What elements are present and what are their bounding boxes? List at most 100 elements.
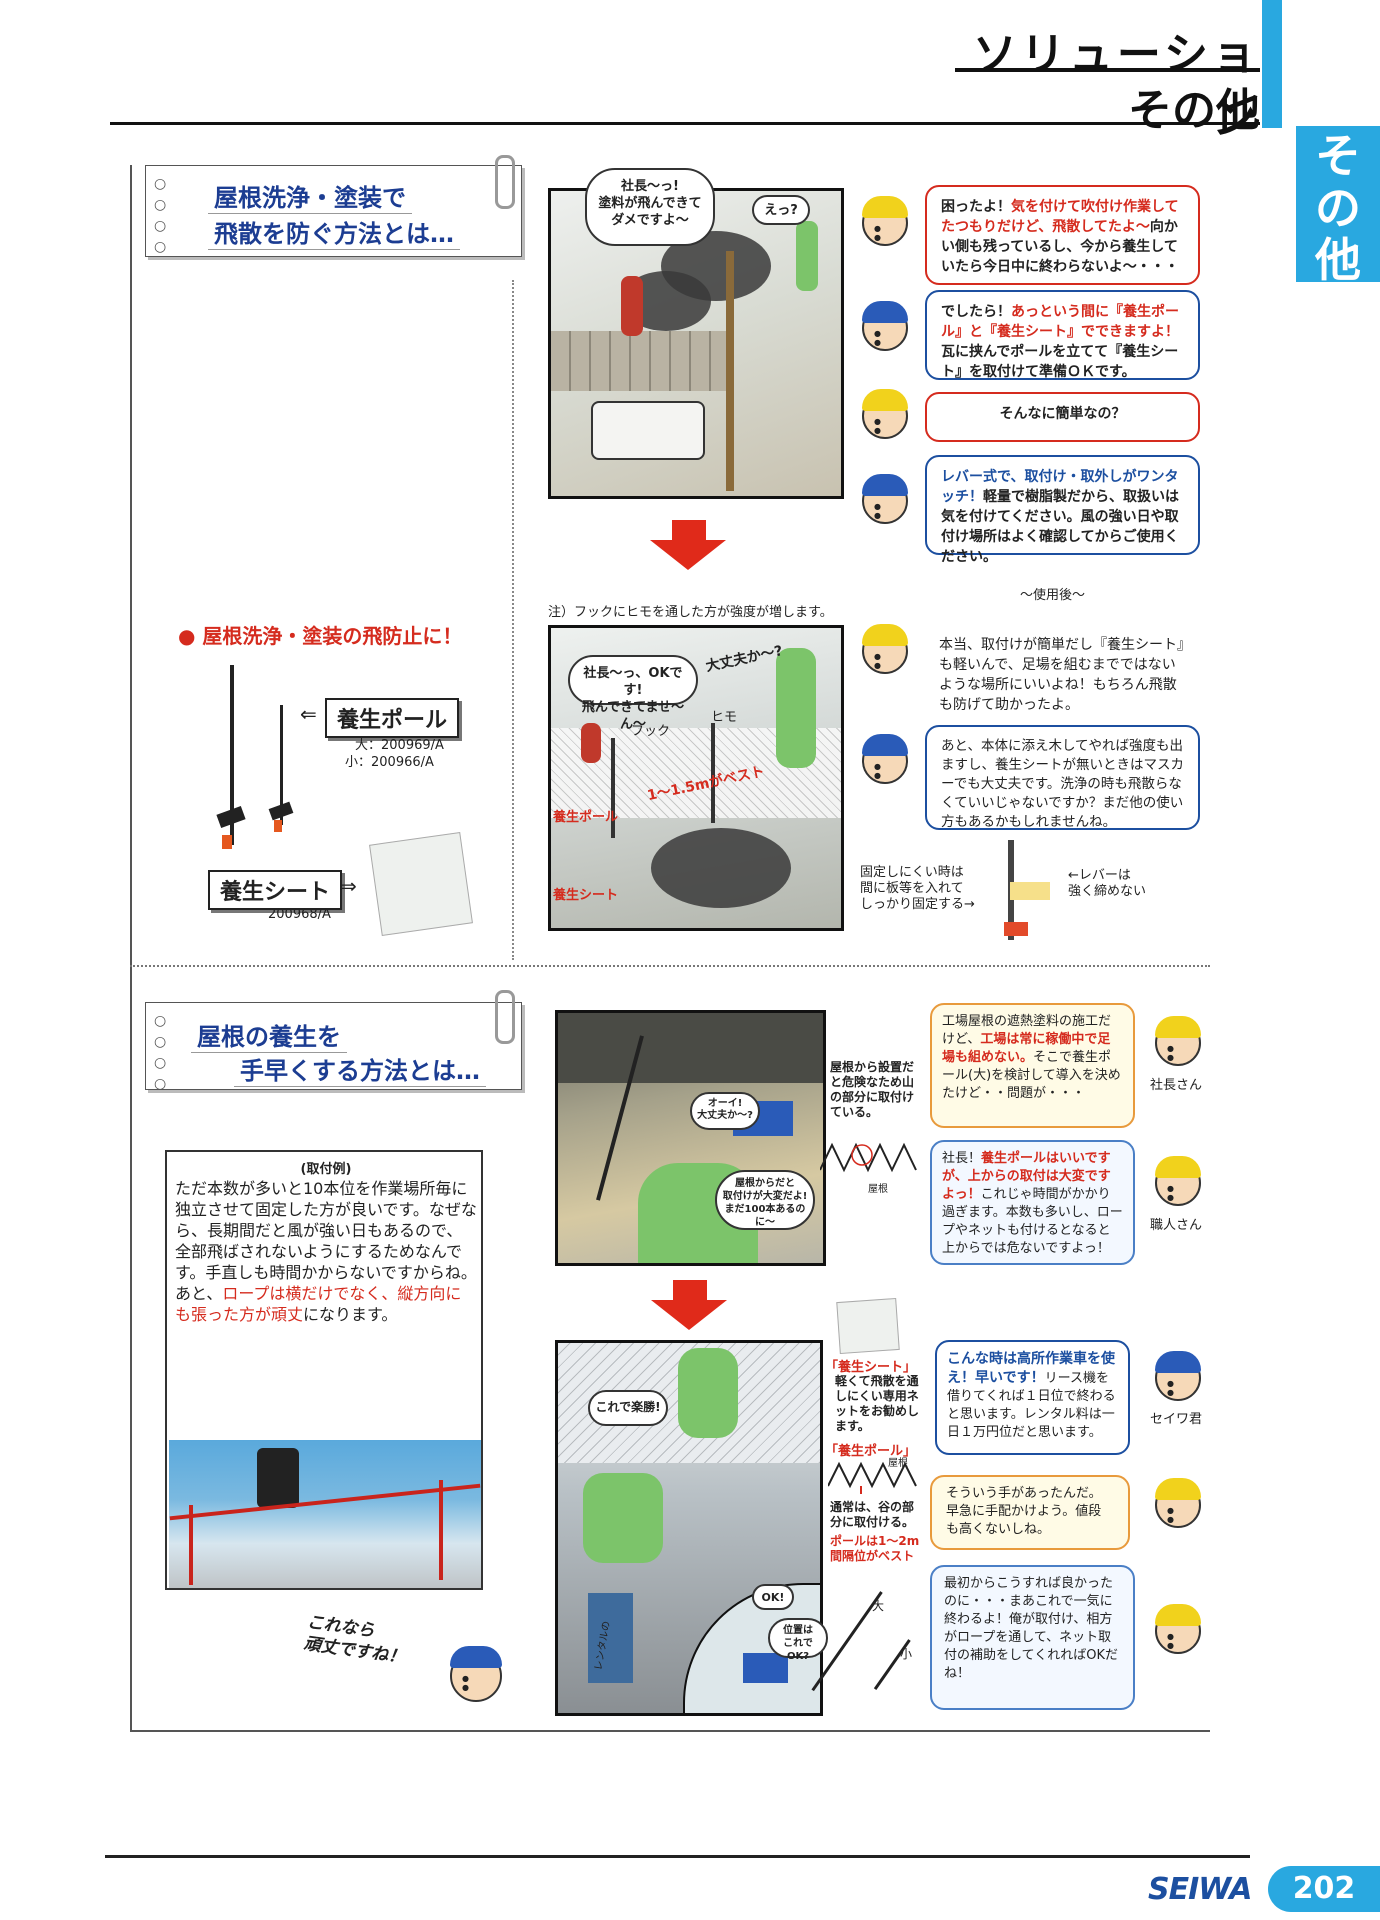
pole-size-small: 小：200966/A <box>345 755 434 770</box>
dialog-text: 向かい側も残っているし、今から養生していたら今日中に終わらないよ〜・・・ <box>941 219 1179 275</box>
down-arrow-icon <box>650 540 726 570</box>
speaker-seiwa: セイワ君 <box>1150 1412 1203 1427</box>
dialog-text: 社長！ <box>942 1151 982 1166</box>
section2-card-line1: 屋根の養生を <box>191 1017 347 1053</box>
paperclip-icon <box>495 990 515 1044</box>
page-number: 202 <box>1268 1866 1380 1912</box>
aerial-lift-icon <box>743 1653 788 1683</box>
worker-figure <box>796 221 818 291</box>
dialog2-bubble-2: 社長！養生ポールはいいですが、上からの取付は大変ですよっ！これじゃ時間がかかり過… <box>930 1140 1135 1265</box>
binder-holes: ○○○○ <box>154 1013 167 1092</box>
example-highlight: ロープは横だけでなく、縦方向にも張った方が頑丈 <box>175 1284 462 1324</box>
speaker-president: 社長さん <box>1150 1078 1203 1093</box>
avatar-president: ● ● <box>1155 1016 1201 1066</box>
example-text: になります。 <box>303 1305 398 1324</box>
avatar-worker: ● ● <box>1155 1156 1201 1206</box>
dialog-text: 本当、取付けが簡単だし『養生シート』も軽いんで、足場を組むまでではないような場所… <box>939 637 1184 713</box>
header-rule <box>110 122 1260 125</box>
avatar-seiwa: ● ● <box>862 474 908 524</box>
section-divider <box>130 965 1210 967</box>
bottom-speech: これなら 頑丈ですね！ <box>302 1612 407 1668</box>
comic4-best-note: ポールは1〜2m間隔位がベスト <box>830 1534 920 1563</box>
speaker-worker: 職人さん <box>1150 1218 1203 1233</box>
column-divider <box>512 280 514 960</box>
dialog-text: 最初からこうすれば良かったのに・・・まあこれで一気に終わるよ！俺が取付け、相方が… <box>944 1576 1118 1681</box>
sheet-illustration <box>369 832 473 936</box>
pole-clip-icon <box>222 835 232 849</box>
president-figure <box>621 276 643 336</box>
sheet-icon <box>836 1297 900 1355</box>
wood-board <box>1010 882 1050 900</box>
dialog-text: これじゃ時間がかかり過ぎます。本数も多いし、ロープやネットも付けるとなると上から… <box>942 1187 1123 1256</box>
rope-vertical <box>189 1505 193 1585</box>
hook-label: フック <box>631 724 671 739</box>
arrow-right-icon: ⇒ <box>340 874 357 898</box>
example-text: ただ本数が多いと10本位を作業場所毎に独立させて固定した方が良いです。なぜなら、… <box>175 1179 477 1303</box>
rope-illustration <box>169 1483 481 1521</box>
drum-illustration <box>588 1593 633 1683</box>
comic3-side-note: 屋根から設置だと危険なため山の部分に取付けている。 <box>830 1060 915 1119</box>
dialog2-bubble-1: 工場屋根の遮熱塗料の施工だけど、工場は常に稼働中で足場も組めない。そこで養生ポー… <box>930 1003 1135 1128</box>
dialog-bubble-5: 本当、取付けが簡単だし『養生シート』も軽いんで、足場を組むまでではないような場所… <box>925 625 1200 720</box>
pole-clamp-illustration <box>257 1448 299 1508</box>
avatar-seiwa: ● ● <box>862 301 908 351</box>
comic4-pole-title: 「養生ポール」 <box>825 1444 917 1459</box>
dialog-highlight: 気を付けて吹付け作業してたつもりだけど、飛散してたよ〜 <box>941 199 1179 235</box>
pole-label: 養生ポール <box>553 810 619 825</box>
binder-holes: ○○○○ <box>154 176 167 255</box>
dialog-highlight: 養生ポールはいいですが、上からの取付は大変ですよっ！ <box>942 1151 1111 1202</box>
dialog-text: 軽量で樹脂製だから、取扱いは気を付けてください。風の強い日や取付け場所はよく確認… <box>941 489 1179 565</box>
avatar-seiwa: ● ● <box>1155 1351 1201 1401</box>
wall-illustration <box>551 331 731 391</box>
avatar-president: ● ● <box>862 624 908 674</box>
dialog-text: リース機を借りてくれば１日位で終わると思います。レンタル料は一日１万円位だと思い… <box>947 1371 1116 1440</box>
roof-profile-icon <box>828 1461 917 1494</box>
roof-label: 屋根 <box>868 1184 888 1195</box>
footer-rule <box>105 1855 1250 1858</box>
paperclip-icon <box>495 155 515 209</box>
paint-mist <box>651 828 791 908</box>
example-description: ただ本数が多いと10本位を作業場所毎に独立させて固定した方が良いです。なぜなら、… <box>175 1178 477 1325</box>
lever-clamp <box>1004 922 1028 936</box>
down-arrow-icon <box>672 520 706 542</box>
avatar-seiwa: ● ● <box>450 1646 502 1702</box>
mounting-photo <box>169 1440 481 1588</box>
section2-note-card: ○○○○ 屋根の養生を 手早くする方法とは… <box>145 1002 522 1092</box>
comic4-sheet-title: 「養生シート」 <box>825 1360 917 1375</box>
dialog-text: そこで養生ポール(大)を検討して導入を決めたけど・・問題が・・・ <box>942 1050 1121 1101</box>
comic3-bubble2: 屋根からだと 取付けが大変だよ! まだ100本あるのに〜 <box>715 1170 815 1230</box>
section1-note-card: ○○○○ 屋根洗浄・塗装で 飛散を防ぐ方法とは… <box>145 165 522 257</box>
mounting-example-box: (取付例) ただ本数が多いと10本位を作業場所毎に独立させて固定した方が良いです… <box>165 1150 483 1590</box>
section-subtitle: その他 <box>1128 85 1260 136</box>
seiwa-logo: SEIWA <box>1148 1872 1253 1907</box>
worker-figure <box>678 1348 738 1438</box>
avatar-worker: ● ● <box>1155 1604 1201 1654</box>
dialog-highlight: 工場は常に稼働中で足場も組めない。 <box>942 1032 1111 1065</box>
dialog-text: でしたら！ <box>941 304 1011 320</box>
sheet-product-label: 養生シート <box>208 870 343 910</box>
pole-small-illustration <box>280 705 283 825</box>
side-tab[interactable]: その他 <box>1296 126 1380 286</box>
dialog-text: あと、本体に添え木してやれば強度も出ますし、養生シートが無いときはマスカーでも大… <box>941 738 1184 830</box>
lever-note-right: ←レバーは 強く締めない <box>1068 868 1147 899</box>
comic1-speech-bubble-b: えっ? <box>752 195 810 225</box>
side-tab-label: その他 <box>1315 129 1361 287</box>
dialog-highlight: こんな時は高所作業車を使え！早いです！ <box>947 1351 1115 1386</box>
avatar-president: ● ● <box>862 389 908 439</box>
dialog-bubble-1: 困ったよ！気を付けて吹付け作業してたつもりだけど、飛散してたよ〜向かい側も残って… <box>925 185 1200 285</box>
dialog-bubble-6: あと、本体に添え木してやれば強度も出ますし、養生シートが無いときはマスカーでも大… <box>925 725 1200 830</box>
sheet-label: 養生シート <box>553 888 619 903</box>
pole-small-illustration <box>873 1639 911 1691</box>
comic4-ok-bubble: OK! <box>752 1584 794 1610</box>
pole-large-illustration <box>230 665 234 845</box>
dialog-text: 瓦に挟んでポールを立てて『養生シート』を取付けて準備ＯＫです。 <box>941 344 1179 380</box>
truck-illustration <box>591 401 705 460</box>
section1-card-line2: 飛散を防ぐ方法とは… <box>208 214 460 250</box>
dialog-text: 困ったよ！ <box>941 199 1011 215</box>
sheet-code: 200968/A <box>268 907 331 922</box>
dialog2-bubble-5: 最初からこうすれば良かったのに・・・まあこれで一気に終わるよ！俺が取付け、相方が… <box>930 1565 1135 1710</box>
section2-card-line2: 手早くする方法とは… <box>234 1051 486 1087</box>
hook-note: 注）フックにヒモを通した方が強度が増します。 <box>548 605 833 620</box>
arrow-left-icon: ⇐ <box>300 702 317 726</box>
comic4-sheet-text: 軽くて飛散を通しにくい専用ネットをお勧めします。 <box>835 1374 920 1433</box>
